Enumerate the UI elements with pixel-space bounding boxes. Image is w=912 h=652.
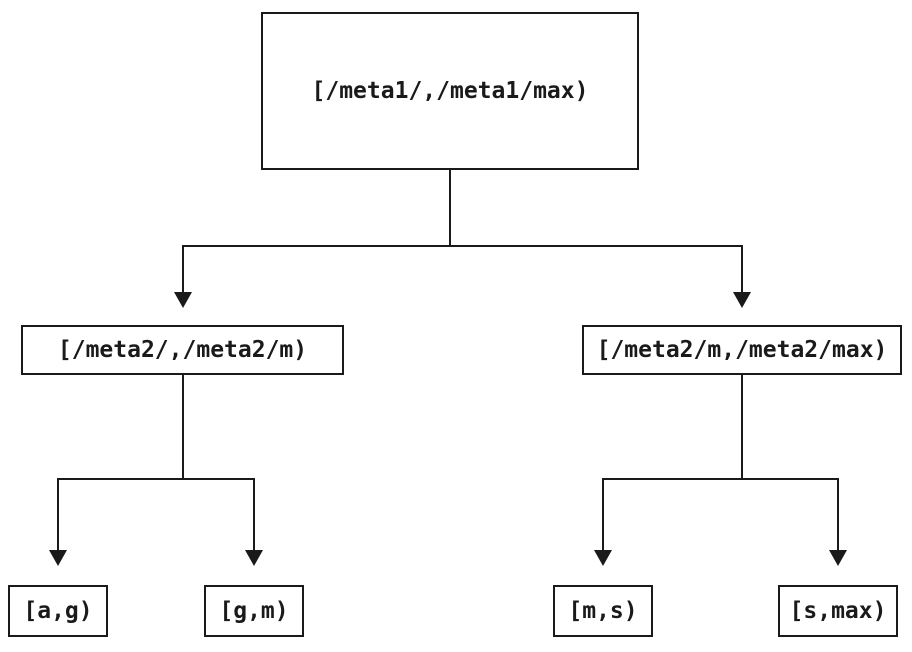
edge-to-meta2-high-line	[741, 245, 743, 292]
node-leaf-ag: [a,g)	[8, 585, 108, 637]
edge-left-subtree-hline	[57, 478, 255, 480]
edge-meta2-low-stem-line	[182, 375, 184, 480]
arrowhead-down-icon	[245, 550, 263, 566]
node-meta2-low: [/meta2/,/meta2/m)	[21, 325, 344, 375]
arrowhead-down-icon	[733, 292, 751, 308]
edge-to-leaf-ms-line	[602, 478, 604, 550]
node-leaf-gm: [g,m)	[204, 585, 304, 637]
edge-to-leaf-gm-line	[253, 478, 255, 550]
node-leaf-ms: [m,s)	[553, 585, 653, 637]
edge-right-subtree-hline	[602, 478, 839, 480]
node-leaf-smax: [s,max)	[778, 585, 898, 637]
edge-to-leaf-smax-line	[837, 478, 839, 550]
arrowhead-down-icon	[49, 550, 67, 566]
edge-meta2-high-stem-line	[741, 375, 743, 480]
arrowhead-down-icon	[594, 550, 612, 566]
arrowhead-down-icon	[174, 292, 192, 308]
edge-to-leaf-ag-line	[57, 478, 59, 550]
edge-root-stem-line	[449, 170, 451, 247]
arrowhead-down-icon	[829, 550, 847, 566]
node-meta2-high: [/meta2/m,/meta2/max)	[582, 325, 902, 375]
edge-level1-hline	[182, 245, 743, 247]
node-root: [/meta1/,/meta1/max)	[261, 12, 639, 170]
edge-to-meta2-low-line	[182, 245, 184, 292]
